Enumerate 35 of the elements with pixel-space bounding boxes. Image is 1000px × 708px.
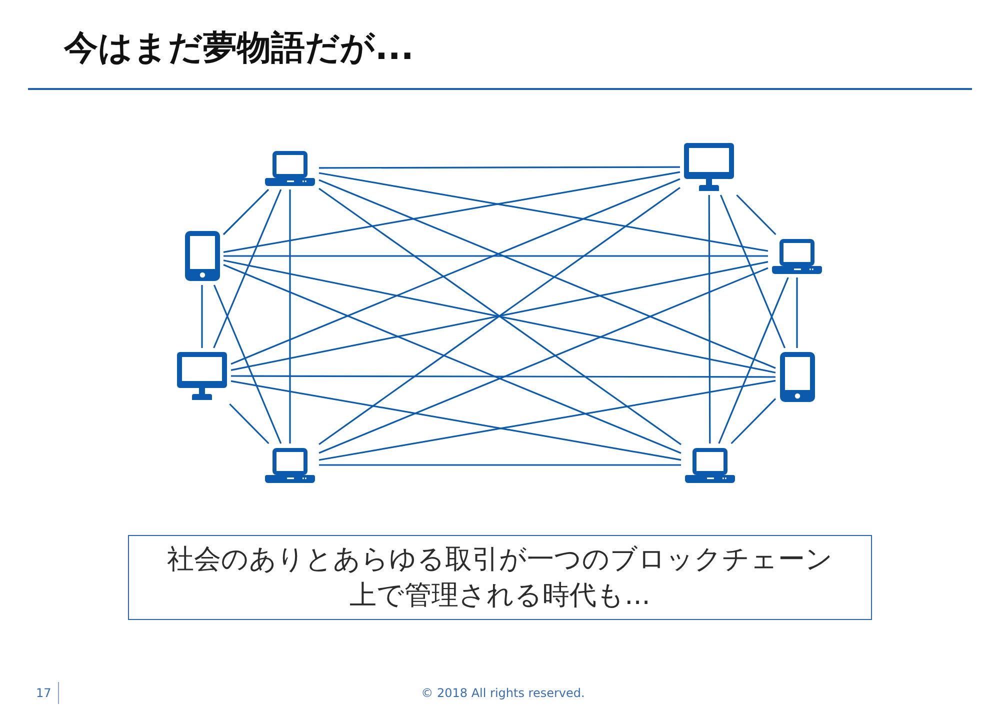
connector-line: [318, 172, 768, 252]
connector-line: [730, 398, 776, 444]
connector-line: [231, 375, 776, 378]
monitor-icon: [684, 143, 734, 191]
connector-line: [201, 285, 203, 348]
message-box: [128, 535, 872, 620]
connector-line: [230, 380, 682, 461]
connector-line: [318, 179, 776, 369]
connector-line: [223, 171, 680, 253]
smartphone-icon: [780, 352, 814, 402]
connector-line: [229, 403, 270, 444]
connector-line: [720, 194, 786, 348]
connector-line: [319, 464, 681, 466]
connector-line: [708, 195, 711, 444]
connector-line: [224, 255, 768, 257]
connector-line: [318, 380, 776, 461]
connector-line: [230, 178, 680, 365]
message-text: 社会のありとあらゆる取引が一つのブロックチェーン上で管理される時代も...: [166, 542, 834, 612]
connector-line: [318, 267, 768, 454]
connector-line: [289, 190, 291, 444]
connector-line: [736, 194, 776, 236]
connector-line: [213, 284, 282, 444]
smartphone-icon: [184, 231, 220, 281]
copyright-text: © 2018 All rights reserved.: [421, 685, 585, 701]
laptop-icon: [772, 238, 822, 274]
connector-line: [223, 264, 682, 454]
page-number: 17: [36, 685, 52, 701]
connector-line: [222, 188, 270, 236]
monitor-icon: [177, 352, 227, 400]
connector-line: [319, 166, 680, 169]
laptop-icon: [265, 150, 315, 186]
laptop-icon: [685, 448, 735, 482]
connector-line: [796, 278, 798, 348]
laptop-icon: [265, 448, 315, 482]
slide-title: 今はまだ夢物語だが...: [64, 27, 414, 70]
